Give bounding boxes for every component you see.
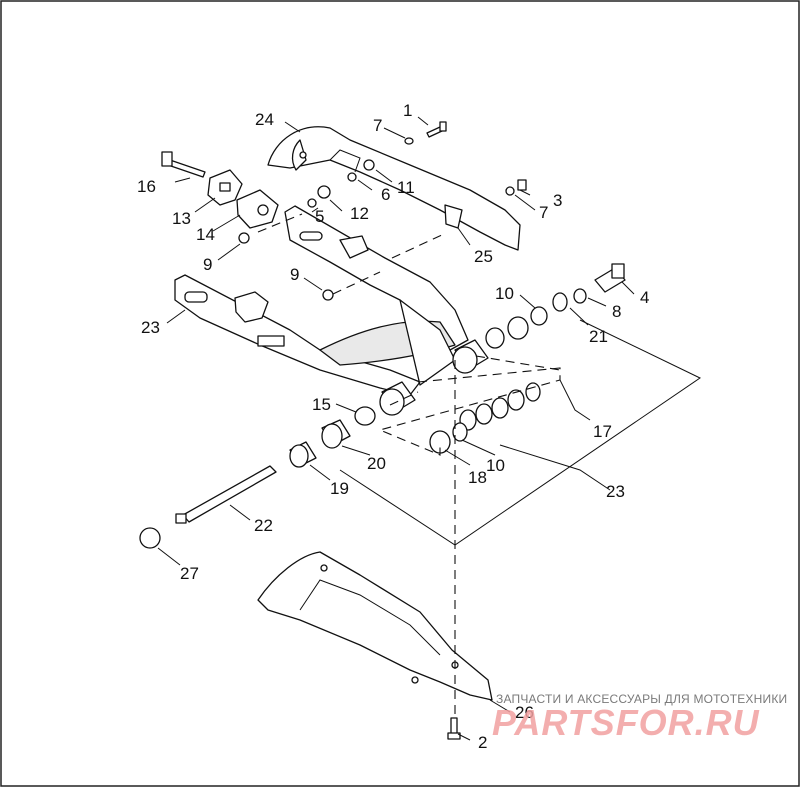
callout-24: 24 (255, 110, 274, 129)
nut-part-9b (322, 289, 334, 301)
spacer-part-20 (321, 419, 351, 449)
callout-7b: 7 (539, 203, 548, 222)
bolt-part-4 (594, 263, 626, 293)
swingarm-part (174, 205, 469, 396)
callout-26: 26 (515, 703, 534, 722)
nut-part-9a (238, 232, 250, 244)
leader-lines (157, 116, 701, 741)
callout-9b: 9 (290, 265, 299, 284)
bearing-group-outline (378, 367, 561, 456)
callout-10a: 10 (495, 284, 514, 303)
washer-part-21 (552, 292, 568, 312)
callout-11: 11 (397, 178, 415, 197)
callout-3: 3 (553, 191, 562, 210)
watermark-tagline: ЗАПЧАСТИ И АКСЕССУАРЫ ДЛЯ МОТОТЕХНИКИ (496, 692, 788, 706)
callout-6: 6 (381, 185, 390, 204)
callout-8: 8 (612, 302, 621, 321)
callout-25: 25 (474, 247, 493, 266)
callout-4: 4 (640, 288, 649, 307)
callout-21: 21 (589, 327, 608, 346)
callout-27: 27 (180, 564, 199, 583)
alignment-line (257, 213, 303, 233)
bearing-part-12 (317, 185, 331, 199)
alignment-line (391, 233, 445, 259)
callout-labels: 1 2 3 4 5 6 7 7 8 9 9 10 10 11 12 13 14 … (137, 101, 649, 752)
callout-23b: 23 (606, 482, 625, 501)
callout-15: 15 (312, 395, 331, 414)
spacer-part-19 (289, 441, 317, 468)
washer-part-10a (530, 306, 548, 326)
watermark-logo: PARTSFOR.RU (492, 702, 760, 743)
callout-5: 5 (315, 207, 324, 226)
washer-part-10b (452, 422, 468, 442)
screw-part-1 (426, 121, 447, 138)
bolt-part-16 (161, 151, 206, 178)
callout-16: 16 (137, 177, 156, 196)
spacer-part-6 (347, 172, 357, 182)
callout-10b: 10 (486, 456, 505, 475)
washer-part-8 (573, 288, 587, 304)
spacer-part-5 (307, 198, 317, 208)
alignment-line (389, 391, 419, 406)
callout-23a: 23 (141, 318, 160, 337)
screw-part-3 (505, 179, 527, 196)
adjuster-block-part-14 (236, 189, 279, 229)
lower-guard-part-26 (257, 551, 493, 701)
pivot-shaft-part-22 (175, 465, 277, 524)
callout-13: 13 (172, 209, 191, 228)
callout-18: 18 (468, 468, 487, 487)
callout-1: 1 (403, 101, 412, 120)
alignment-line (332, 271, 381, 295)
screw-part-2 (447, 717, 461, 740)
callout-19: 19 (330, 479, 349, 498)
bearing-set-part-17 (459, 316, 541, 431)
bearing-part-11 (363, 159, 375, 171)
callout-7a: 7 (373, 116, 382, 135)
callout-17: 17 (593, 422, 612, 441)
callout-20: 20 (367, 454, 386, 473)
block-part-13 (207, 169, 243, 206)
callout-14: 14 (196, 225, 215, 244)
washer-part-7a (404, 137, 414, 145)
callout-9a: 9 (203, 255, 212, 274)
callout-2: 2 (478, 733, 487, 752)
cap-part-27 (139, 527, 161, 549)
washer-part-15 (354, 406, 376, 426)
callout-12: 12 (350, 204, 369, 223)
callout-22: 22 (254, 516, 273, 535)
